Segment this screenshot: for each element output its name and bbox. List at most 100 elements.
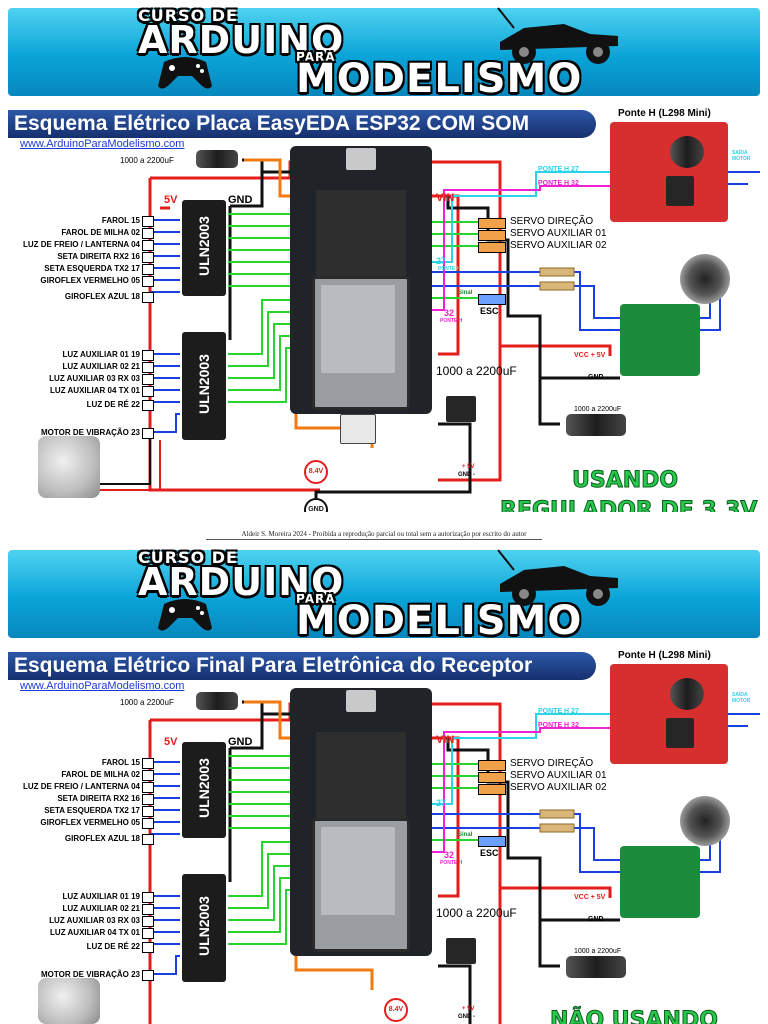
capacitor-3 (566, 414, 626, 436)
label-a-0: FAROL 15 (101, 216, 140, 225)
esc-label: ESC (480, 306, 499, 316)
badge-8v4-2: 8.4V (384, 998, 408, 1022)
pin-32-sub-2: PONTE H (440, 860, 463, 866)
esp32-shield (321, 285, 395, 373)
uln2003-chip-a-2: ULN2003 (182, 742, 226, 838)
hbridge-cap (670, 136, 704, 168)
uln2003-chip-b-2: ULN2003 (182, 874, 226, 982)
esp32-module-2 (312, 818, 410, 952)
label-vin: VIN (436, 192, 455, 204)
hbridge-board (610, 122, 728, 222)
cap-label-1: 1000 a 2200uF (120, 156, 174, 165)
label-a-3: SETA DIREITA RX2 16 (57, 252, 140, 261)
saida-motor-label: SAÍDA MOTOR (732, 150, 751, 162)
cap-label-1-b: 1000 a 2200uF (120, 698, 174, 707)
variant-line-2: REGULADOR DE 3,3V (499, 498, 758, 513)
hbridge-cap-2 (670, 678, 704, 710)
plus5-label: + 5V (462, 464, 475, 470)
uln-label-a-2: ULN2003 (196, 758, 212, 818)
variant-line-1-b: NÃO USANDO (550, 1008, 719, 1024)
cap-label-2-b: 1000 a 2200uF (436, 906, 517, 920)
esp32-board (290, 146, 432, 414)
label-a2-0: FAROL 15 (101, 758, 140, 767)
audio-amplifier-2 (620, 846, 700, 918)
gamepad-icon (158, 57, 212, 89)
page-title-2: Esquema Elétrico Final Para Eletrônica d… (14, 654, 533, 677)
hbridge-chip (666, 176, 694, 206)
hbridge-chip-2 (666, 718, 694, 748)
hbridge-title-2: Ponte H (L298 Mini) (618, 650, 711, 661)
label-b-2: LUZ AUXILIAR 03 RX 03 (49, 374, 140, 383)
banner-background-2 (8, 550, 760, 638)
gnd-minus-label-b: GND - (588, 916, 608, 923)
pin-27-label: 27 (436, 256, 447, 266)
banner-line-1: CURSO DE (138, 6, 238, 25)
uln2003-chip-a: ULN2003 (182, 200, 226, 296)
uln-label-b-2: ULN2003 (196, 896, 212, 956)
course-banner-2: CURSO DE ARDUINO PARA MODELISMO (0, 542, 768, 646)
speaker-icon (680, 796, 730, 846)
banner-line-3: PARA (296, 50, 336, 64)
rc-car-icon (497, 549, 618, 606)
label-b2-3: LUZ AUXILIAR 04 TX 01 (50, 928, 140, 937)
esp32-board-2 (290, 688, 432, 956)
capacitor-1-b (196, 692, 238, 710)
plus5-label-2: + 5V (462, 1006, 475, 1012)
motor-label-2: MOTOR DE VIBRAÇÃO 23 (41, 970, 140, 979)
servo-label-0: SERVO DIREÇÃO (510, 216, 594, 227)
ponte27-label: PONTE H 27 (538, 166, 579, 173)
course-banner: CURSO DE ARDUINO PARA MODELISMO (0, 0, 768, 104)
footer-rule (206, 539, 542, 540)
schematic-page-1: CURSO DE ARDUINO PARA MODELISMO Esquema … (0, 0, 768, 513)
uln-label-a: ULN2003 (196, 216, 212, 276)
label-b2-0: LUZ AUXILIAR 01 19 (62, 892, 141, 901)
cap-label-2: 1000 a 2200uF (436, 364, 517, 378)
ponte32-label: PONTE H 32 (538, 180, 579, 187)
site-link-2[interactable]: www.ArduinoParaModelismo.com (20, 680, 185, 692)
banner-line-4: MODELISMO (296, 56, 583, 102)
banner-line-4-b: MODELISMO (296, 598, 583, 644)
label-b-1: LUZ AUXILIAR 02 21 (62, 362, 141, 371)
title-bar (8, 110, 596, 138)
label-b2-4: LUZ DE RÉ 22 (86, 942, 140, 951)
capacitor-3-b (566, 956, 626, 978)
capacitor-1 (196, 150, 238, 168)
gamepad-icon (158, 599, 212, 631)
banner-line-2: ARDUINO (138, 18, 345, 62)
schematic-page-2: CURSO DE ARDUINO PARA MODELISMO Esquema … (0, 542, 768, 1024)
esp32-module (312, 276, 410, 410)
variant-line-1: USANDO (571, 468, 679, 494)
label-a-5: GIROFLEX VERMELHO 05 (40, 276, 140, 285)
label-a2-5: GIROFLEX VERMELHO 05 (40, 818, 140, 827)
esc-label-2: ESC (480, 848, 499, 858)
label-b2-2: LUZ AUXILIAR 03 RX 03 (49, 916, 140, 925)
label-b-3: LUZ AUXILIAR 04 TX 01 (50, 386, 140, 395)
title-bar-2 (8, 652, 596, 680)
label-b-4: LUZ DE RÉ 22 (86, 400, 140, 409)
vcc5-label: VCC + 5V (574, 352, 606, 359)
banner-background (8, 8, 760, 96)
uln-label-b: ULN2003 (196, 354, 212, 414)
label-a2-3: SETA DIREITA RX2 16 (57, 794, 140, 803)
copyright-footer: Aldeir S. Moreira 2024 - Proibida a repr… (241, 530, 527, 538)
cap-label-3: 1000 a 2200uF (574, 406, 622, 413)
label-a2-2: LUZ DE FREIO / LANTERNA 04 (22, 782, 140, 791)
audio-amplifier (620, 304, 700, 376)
gnd-minus-label: GND - (588, 374, 608, 381)
page-title: Esquema Elétrico Placa EasyEDA ESP32 COM… (14, 112, 530, 135)
banner-line-2-b: ARDUINO (138, 560, 345, 604)
regulator-ts2 (340, 414, 376, 444)
ponte27-label-2: PONTE H 27 (538, 708, 579, 715)
servo-label-0-b: SERVO DIREÇÃO (510, 758, 594, 769)
speaker-icon (680, 254, 730, 304)
pin-27-sub: PONTE H (438, 266, 461, 272)
gnd-minus-label-2: GND - (458, 472, 475, 478)
cap-label-3-b: 1000 a 2200uF (574, 948, 622, 955)
esp32-shield-2 (321, 827, 395, 915)
usb-serial-chip (316, 190, 406, 280)
vibration-motor-icon (38, 436, 100, 498)
site-link[interactable]: www.ArduinoParaModelismo.com (20, 138, 185, 150)
gnd-minus-label-c: GND - (458, 1014, 475, 1020)
label-5v-2: 5V (164, 736, 178, 748)
banner-line-1-b: CURSO DE (138, 548, 238, 567)
